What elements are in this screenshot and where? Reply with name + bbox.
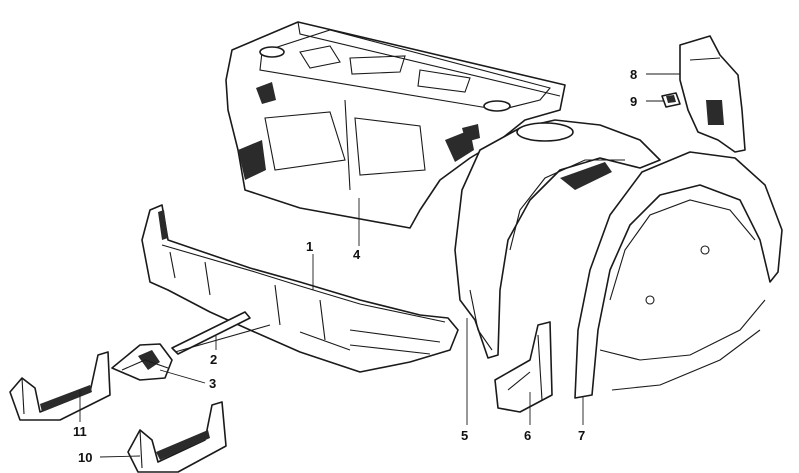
part-9-clip [661, 92, 681, 108]
part-4-rear-panel [225, 21, 566, 229]
part-6-closing-panel [494, 321, 553, 413]
part-3-bracket [111, 343, 173, 381]
callout-6: 6 [524, 428, 532, 443]
callout-9: 9 [630, 94, 638, 109]
leader-lines [79, 73, 680, 458]
part-1-cross-member [141, 204, 459, 373]
part-8-panel [679, 35, 746, 153]
callout-4: 4 [353, 247, 361, 262]
callout-1: 1 [306, 239, 314, 254]
part-11-support [9, 351, 111, 421]
part-10-support [127, 401, 227, 473]
callout-2: 2 [210, 352, 218, 367]
callout-10: 10 [78, 450, 93, 465]
part-2-strip [171, 311, 271, 355]
callout-11: 11 [73, 424, 87, 439]
callout-7: 7 [578, 428, 586, 443]
part-5-inner-wheel-housing [454, 119, 661, 359]
part-7-wheel-arch [574, 151, 783, 399]
callout-3: 3 [209, 376, 217, 391]
callout-5: 5 [461, 428, 469, 443]
callout-8: 8 [630, 67, 638, 82]
